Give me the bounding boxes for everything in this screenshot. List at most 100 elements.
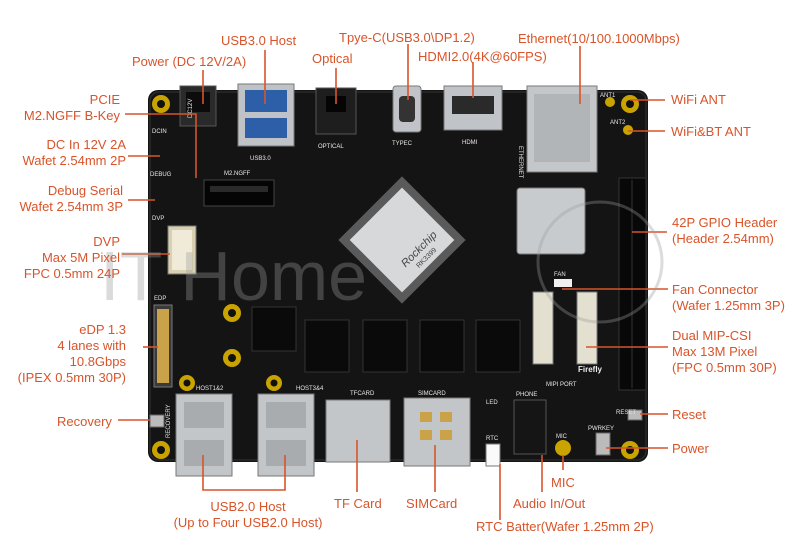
silk-mipi: MIPI PORT xyxy=(546,382,577,388)
ram-chips xyxy=(304,319,521,373)
label-pcie: PCIE M2.NGFF B-Key xyxy=(24,92,120,124)
silk-dvp: DVP xyxy=(152,216,164,222)
label-wifi-ant: WiFi ANT xyxy=(671,92,726,107)
m2-slot xyxy=(203,179,275,207)
recovery-button xyxy=(149,414,165,428)
usb2-ports xyxy=(175,393,315,477)
mic-element xyxy=(555,440,571,456)
silk-simcard: SIMCARD xyxy=(418,391,446,397)
label-usb2-line2: (Up to Four USB2.0 Host) xyxy=(173,515,323,530)
sim-card-slot xyxy=(403,397,471,467)
tf-card-slot xyxy=(325,399,391,463)
label-audio: Audio In/Out xyxy=(513,496,586,511)
silk-edp: EDP xyxy=(154,296,166,302)
label-usb2-line1: USB2.0 Host xyxy=(210,499,286,514)
silk-ant2: ANT2 xyxy=(610,120,626,126)
label-gpio-line1: 42P GPIO Header xyxy=(672,215,778,230)
label-edp-line4: (IPEX 0.5mm 30P) xyxy=(17,370,126,385)
silk-usb30: USB3.0 xyxy=(250,156,271,162)
edp-connector xyxy=(153,304,173,388)
label-dcin-line2: Wafet 2.54mm 2P xyxy=(22,153,126,168)
label-csi-line3: (FPC 0.5mm 30P) xyxy=(672,360,777,375)
label-dvp-line2: Max 5M Pixel xyxy=(41,250,120,265)
label-gpio: 42P GPIO Header (Header 2.54mm) xyxy=(672,215,777,247)
dc-jack xyxy=(179,85,217,127)
hdmi-port xyxy=(443,85,503,131)
audio-jack xyxy=(513,399,547,455)
label-edp: eDP 1.3 4 lanes with 10.8Gbps (IPEX 0.5m… xyxy=(18,322,126,386)
wifi-module xyxy=(516,187,586,255)
silk-recovery: RECOVERY xyxy=(166,404,172,438)
label-mic: MIC xyxy=(551,475,575,490)
silk-tfcard: TFCARD xyxy=(350,391,375,397)
label-pcie-line1: PCIE xyxy=(89,92,120,107)
rtc-connector xyxy=(485,443,501,467)
label-reset: Reset xyxy=(672,407,706,422)
silk-host34: HOST3&4 xyxy=(296,386,324,392)
reset-button xyxy=(627,409,643,421)
label-edp-line1: eDP 1.3 xyxy=(79,322,126,337)
fan-connector xyxy=(554,279,572,287)
ant1-connector xyxy=(605,97,615,107)
label-pcie-line2: M2.NGFF B-Key xyxy=(23,108,120,123)
label-debug-line1: Debug Serial xyxy=(47,183,123,198)
silk-phone: PHONE xyxy=(516,392,537,398)
label-ethernet: Ethernet(10/100.1000Mbps) xyxy=(518,31,680,46)
silk-ant1: ANT1 xyxy=(600,93,616,99)
watermark-text: IT Home xyxy=(100,237,367,315)
label-rtc: RTC Batter(Wafer 1.25mm 2P) xyxy=(476,519,654,534)
label-dvp-line1: DVP xyxy=(93,234,120,249)
label-typec: Tpye-C(USB3.0\DP1.2) xyxy=(339,30,475,45)
silk-reset: RESET xyxy=(616,410,636,416)
label-optical: Optical xyxy=(312,51,353,66)
label-tf-card: TF Card xyxy=(334,496,382,511)
label-dvp-line3: FPC 0.5mm 24P xyxy=(23,266,120,281)
label-hdmi: HDMI2.0(4K@60FPS) xyxy=(418,49,547,64)
label-power-dc: Power (DC 12V/2A) xyxy=(132,54,247,69)
dvp-connector xyxy=(167,225,197,275)
label-recovery: Recovery xyxy=(57,414,112,429)
label-wifi-bt-ant: WiFi&BT ANT xyxy=(671,124,751,139)
silk-debug: DEBUG xyxy=(150,172,172,178)
silk-hdmi: HDMI xyxy=(462,140,478,146)
label-dcin: DC In 12V 2A Wafet 2.54mm 2P xyxy=(22,137,126,169)
label-csi-line2: Max 13M Pixel xyxy=(672,344,758,359)
ant2-connector xyxy=(623,125,633,135)
ethernet-port xyxy=(526,85,598,173)
silk-dc12: DC12V xyxy=(188,99,194,118)
silk-rtc: RTC xyxy=(486,436,499,442)
emmc-chip xyxy=(251,306,297,352)
firefly-logo: Firefly xyxy=(578,365,603,374)
label-edp-line3: 10.8Gbps xyxy=(69,354,126,369)
label-usb2: USB2.0 Host (Up to Four USB2.0 Host) xyxy=(160,499,336,531)
label-debug: Debug Serial Wafet 2.54mm 3P xyxy=(19,183,123,215)
label-dcin-line1: DC In 12V 2A xyxy=(46,137,127,152)
silk-optical: OPTICAL xyxy=(318,144,344,150)
label-edp-line2: 4 lanes with xyxy=(57,338,126,353)
label-power: Power xyxy=(672,441,709,456)
silk-pwrkey: PWRKEY xyxy=(588,426,614,432)
label-fan: Fan Connector (Wafer 1.25mm 3P) xyxy=(672,282,785,314)
silk-host12: HOST1&2 xyxy=(196,386,224,392)
typec-port xyxy=(392,85,422,133)
power-button xyxy=(595,432,611,456)
mounting-holes xyxy=(152,95,639,459)
label-gpio-line2: (Header 2.54mm) xyxy=(672,231,774,246)
label-csi-line1: Dual MIP-CSI xyxy=(672,328,752,343)
silk-led: LED xyxy=(486,400,498,406)
silk-typec: TYPEC xyxy=(392,141,413,147)
watermark: IT Home xyxy=(100,200,664,324)
silk-m2ngff: M2.NGFF xyxy=(224,171,251,177)
label-csi: Dual MIP-CSI Max 13M Pixel (FPC 0.5mm 30… xyxy=(672,328,777,376)
mipi-csi-connectors xyxy=(532,291,598,365)
usb3-port xyxy=(237,83,295,147)
label-debug-line2: Wafet 2.54mm 3P xyxy=(19,199,123,214)
soc-chip xyxy=(338,176,466,304)
silk-ethernet: ETHERNET xyxy=(517,146,523,179)
label-fan-line2: (Wafer 1.25mm 3P) xyxy=(672,298,785,313)
leader-lines xyxy=(118,44,668,520)
label-dvp: DVP Max 5M Pixel FPC 0.5mm 24P xyxy=(24,234,120,282)
gpio-header xyxy=(618,177,647,391)
silk-mic: MIC xyxy=(556,434,568,440)
